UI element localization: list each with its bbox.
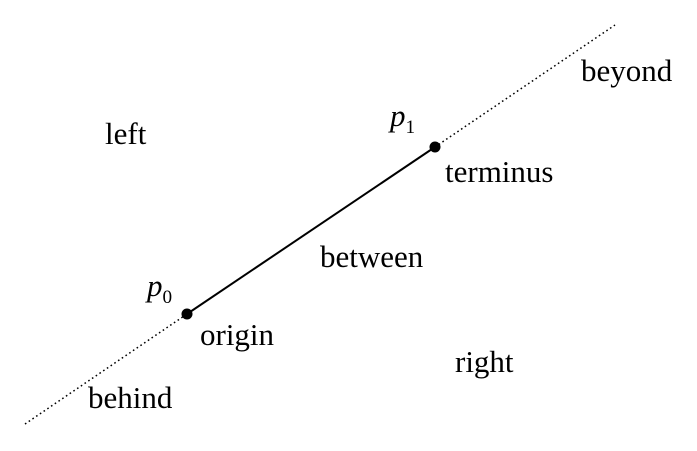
point-role-label-terminus: terminus	[445, 154, 554, 189]
p0-symbol: p	[147, 268, 163, 303]
region-label-beyond: beyond	[581, 53, 673, 88]
p1-dot	[429, 141, 441, 153]
p0-dot	[181, 308, 193, 320]
region-label-behind: behind	[88, 380, 173, 415]
p0-subscript: 0	[162, 287, 173, 309]
p1-subscript: 1	[405, 117, 416, 139]
p1-symbol: p	[390, 98, 406, 133]
region-label-between: between	[320, 239, 424, 274]
dotted-ray-beyond	[434, 24, 616, 148]
point-label-p1: p1	[390, 98, 415, 137]
dotted-ray-behind	[24, 313, 188, 425]
point-label-p0: p0	[147, 268, 172, 307]
region-label-right: right	[455, 344, 514, 379]
solid-segment	[186, 146, 436, 315]
region-label-left: left	[105, 116, 147, 151]
point-role-label-origin: origin	[200, 317, 275, 352]
